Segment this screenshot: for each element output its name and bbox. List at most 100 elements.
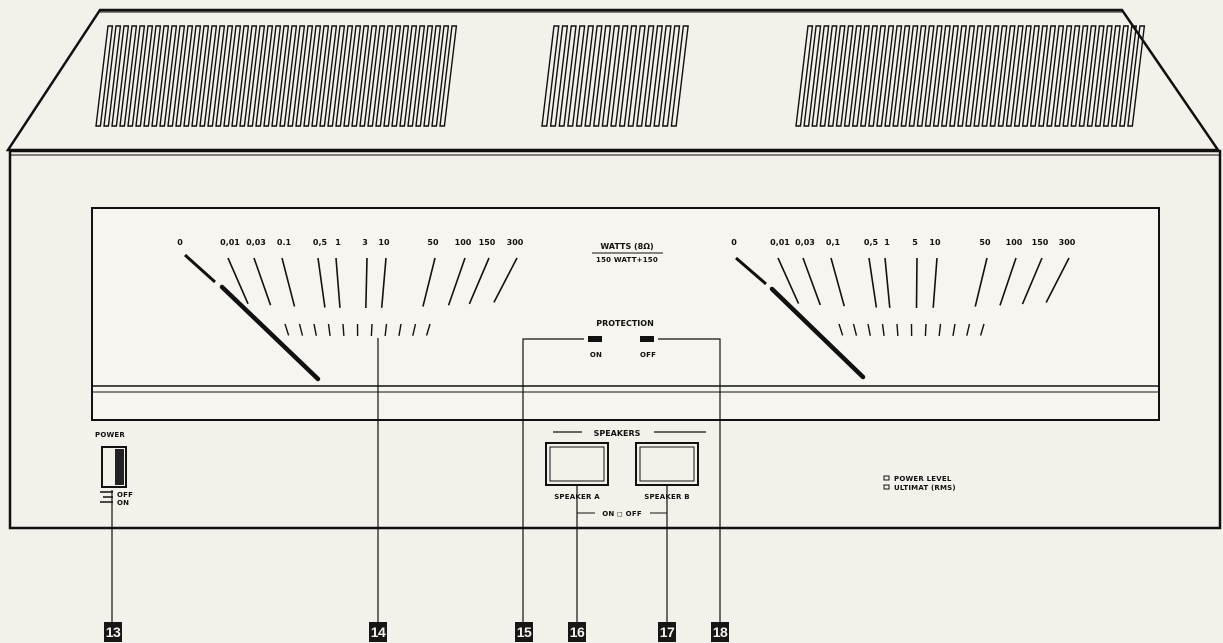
protection-label: PROTECTION	[596, 319, 654, 328]
meter-right-scale-label: 0	[731, 238, 737, 247]
meter-right-minor-tick	[896, 323, 899, 337]
vent-right-slot	[1046, 25, 1065, 127]
speakers-label: SPEAKERS	[594, 429, 641, 438]
meter-left-minor-tick	[284, 323, 290, 336]
vent-right-slot	[1054, 25, 1073, 127]
legend: POWER LEVEL ULTIMAT (RMS)	[883, 475, 956, 492]
vent-left-slot	[271, 25, 290, 127]
meter-right-scale-label: 100	[1006, 238, 1023, 247]
watts-subtitle: 150 WATT+150	[596, 256, 658, 264]
meter-right-scale-label: 0,03	[795, 238, 815, 247]
meter-left-minor-tick	[425, 323, 431, 336]
meter-left-scale-label: 0,01	[220, 238, 240, 247]
vent-grille-center	[541, 25, 689, 127]
meter-right-scale-label: 0,5	[864, 238, 879, 247]
meter-left-major-tick	[335, 257, 341, 308]
vent-left-slot	[103, 25, 122, 127]
meter-right-minor-tick	[924, 323, 927, 337]
meter-right-scale-label: 5	[912, 238, 918, 247]
vent-left-slot	[119, 25, 138, 127]
vent-center-slot	[610, 25, 629, 127]
vent-left-slot	[151, 25, 170, 127]
vent-right-slot	[819, 25, 838, 127]
vent-left-slot	[415, 25, 434, 127]
vent-left-slot	[375, 25, 394, 127]
vent-right-slot	[1005, 25, 1024, 127]
vent-right-slot	[1062, 25, 1081, 127]
vent-left-slot	[175, 25, 194, 127]
meter-window	[91, 207, 1160, 421]
vent-right-slot	[916, 25, 935, 127]
vent-left-slot	[167, 25, 186, 127]
meter-left-major-tick	[281, 257, 296, 307]
meter-right-major-tick	[974, 257, 988, 307]
meter-right-minor-tick	[938, 323, 942, 337]
leader-15	[522, 338, 584, 622]
speaker-a-button[interactable]	[545, 442, 609, 486]
vent-left-slot	[327, 25, 346, 127]
vent-right-slot	[1078, 25, 1097, 127]
vent-left-slot	[231, 25, 250, 127]
vent-center-slot	[549, 25, 569, 127]
callout-18: 18	[711, 622, 729, 642]
vent-center-slot	[644, 25, 664, 127]
meter-left-minor-tick	[370, 323, 373, 337]
vent-left-slot	[239, 25, 258, 127]
vent-left-slot	[303, 25, 322, 127]
meter-left-scale-label: 0,5	[313, 238, 328, 247]
meter-right-major-tick	[999, 257, 1017, 306]
vent-right-slot	[1102, 25, 1121, 127]
vent-left-slot	[407, 25, 426, 127]
meter-left-major-tick	[468, 257, 490, 305]
vent-left-slot	[423, 25, 442, 127]
vent-right-slot	[973, 25, 992, 127]
meter-left-scale-label: 0.1	[277, 238, 292, 247]
meter-right-scale-label: 0,1	[826, 238, 841, 247]
vent-left-slot	[223, 25, 242, 127]
vent-right-slot	[843, 25, 862, 127]
speaker-b-button[interactable]	[635, 442, 699, 486]
meter-right-minor-tick	[952, 323, 956, 336]
vent-left-slot	[95, 25, 114, 127]
protection-on-led	[588, 336, 602, 342]
vent-right-slot	[1127, 25, 1146, 127]
meter-right-needle-base	[735, 256, 767, 286]
meter-right-minor-tick	[852, 323, 858, 336]
meter-left-major-tick	[365, 257, 368, 309]
vent-right-slot	[1029, 25, 1048, 127]
vent-left-slot	[343, 25, 362, 127]
vent-right-slot	[965, 25, 984, 127]
vent-center-slot	[670, 25, 689, 127]
meter-right-minor-tick	[979, 323, 985, 336]
vent-left-slot	[295, 25, 314, 127]
vent-right-slot	[981, 25, 1000, 127]
vent-left-slot	[351, 25, 370, 127]
vent-left-slot	[399, 25, 418, 127]
vent-right-slot	[949, 25, 968, 127]
vent-center-slot	[541, 25, 560, 127]
vent-left-slot	[247, 25, 266, 127]
meter-left-minor-tick	[412, 323, 417, 336]
vent-left-slot	[279, 25, 298, 127]
legend-power-level: POWER LEVEL	[894, 475, 952, 483]
meter-right-major-tick	[884, 257, 891, 308]
meter-left-needle-base	[183, 253, 217, 284]
vent-left-slot	[135, 25, 154, 127]
leader-18	[658, 338, 721, 622]
vent-center-slot	[567, 25, 586, 127]
meter-left-minor-tick	[298, 323, 304, 336]
vent-right-slot	[957, 25, 976, 127]
vent-left-slot	[199, 25, 218, 127]
meter-right-major-tick	[830, 257, 846, 307]
vent-left-slot	[255, 25, 274, 127]
callout-16: 16	[568, 622, 586, 642]
meter-left-scale-label: 3	[362, 238, 368, 247]
meter-right-scale-label: 0,01	[770, 238, 790, 247]
vent-left-slot	[207, 25, 226, 127]
meter-left-major-tick	[253, 257, 272, 306]
vent-center-slot	[653, 25, 672, 127]
